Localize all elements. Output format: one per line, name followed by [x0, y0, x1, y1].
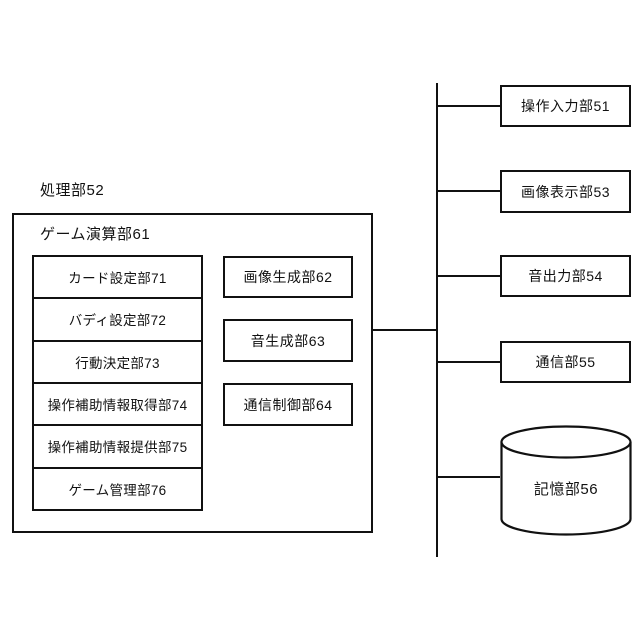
connector-bus-to-communication: [437, 361, 500, 363]
processing-unit-label: 処理部52: [40, 182, 105, 199]
block-operation-input-51: 操作入力部51: [500, 85, 631, 127]
storage-cylinder-56: 記憶部56: [500, 425, 632, 537]
connector-bus-to-operation-input: [437, 105, 500, 107]
connector-bus-to-image-display: [437, 190, 500, 192]
block-buddy-setting-72: バディ設定部72: [34, 299, 201, 342]
bus-line: [436, 83, 438, 557]
connector-bus-to-sound-output: [437, 275, 500, 277]
block-communication-55: 通信部55: [500, 341, 631, 383]
block-sound-output-54: 音出力部54: [500, 255, 631, 297]
cylinder-shape: [500, 425, 632, 536]
game-calc-subblocks-column: カード設定部71 バディ設定部72 行動決定部73 操作補助情報取得部74 操作…: [32, 255, 203, 511]
block-action-decision-73: 行動決定部73: [34, 342, 201, 384]
block-operation-assist-info-provision-75: 操作補助情報提供部75: [34, 426, 201, 469]
block-operation-assist-info-acquisition-74: 操作補助情報取得部74: [34, 384, 201, 427]
connector-processing-to-bus: [373, 329, 437, 331]
block-image-display-53: 画像表示部53: [500, 170, 631, 213]
block-image-generation-62: 画像生成部62: [223, 256, 353, 298]
game-calc-unit-label: ゲーム演算部61: [40, 226, 151, 243]
block-game-management-76: ゲーム管理部76: [68, 482, 167, 498]
block-communication-control-64: 通信制御部64: [223, 383, 353, 426]
block-card-setting-71: カード設定部71: [34, 257, 201, 300]
block-sound-generation-63: 音生成部63: [223, 319, 353, 362]
connector-bus-to-storage: [437, 476, 500, 478]
storage-label: 記憶部56: [533, 481, 599, 498]
